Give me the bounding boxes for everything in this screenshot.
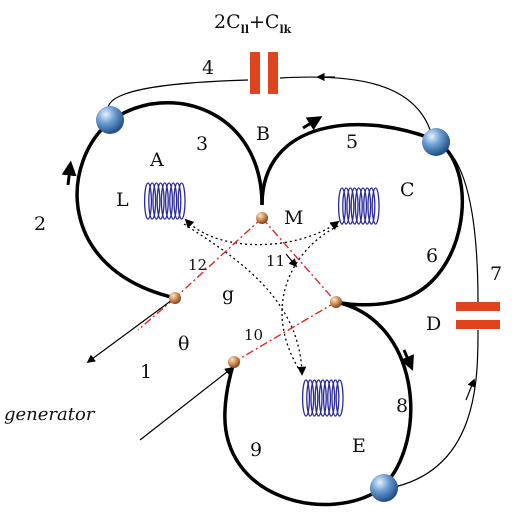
coil-c-turn	[346, 187, 355, 225]
edge-label-1: 1	[140, 361, 152, 383]
junction-m	[256, 212, 268, 224]
sphere-top-right	[422, 128, 450, 156]
edge-label-5: 5	[346, 131, 358, 153]
coil-e-turn	[322, 379, 332, 417]
coil-l-turn	[177, 182, 186, 220]
edge-label-11: 11	[266, 252, 285, 270]
junction-right	[330, 296, 342, 308]
coil-e-turn	[318, 379, 327, 417]
generator-line-2	[139, 366, 234, 441]
arrow-7	[465, 378, 476, 401]
arrow-11	[285, 253, 298, 268]
label-a: A	[149, 149, 164, 171]
junction-bottom	[228, 356, 240, 368]
edge-label-9: 9	[250, 439, 262, 461]
coil-c-turn	[371, 187, 380, 225]
label-e: E	[352, 435, 366, 457]
coil-e	[301, 379, 344, 417]
coil-c-turn	[363, 187, 372, 225]
coil-l-turn	[156, 182, 165, 220]
wire-4	[107, 76, 434, 141]
wire-7	[389, 141, 479, 489]
generator-line-1	[86, 299, 173, 363]
label-l: L	[116, 189, 129, 211]
edge-label-12: 12	[188, 256, 207, 274]
coil-l-turn	[173, 182, 182, 220]
capacitor-d-bottom-plate	[456, 320, 500, 329]
junction-left	[169, 292, 181, 304]
capacitance-title: 2Cll+Clk	[214, 11, 292, 36]
coil-c-turn	[367, 187, 376, 225]
label-m: M	[284, 207, 303, 229]
coil-e-turn	[331, 379, 340, 417]
edge-label-3: 3	[196, 133, 208, 155]
label-theta: θ	[178, 333, 189, 355]
coil-e-turn	[301, 379, 311, 417]
coil-c-turn	[354, 187, 363, 225]
arrow-8	[400, 349, 414, 371]
coil-e-turn	[310, 379, 319, 417]
dotted-l-c	[184, 218, 340, 246]
arrow-2	[61, 160, 77, 186]
capacitor-top-left-plate	[250, 52, 260, 94]
label-d: D	[426, 313, 441, 335]
coil-c-turn	[342, 187, 351, 225]
coil-l-turn	[148, 182, 157, 220]
sphere-top-left	[96, 106, 124, 134]
edge-label-2: 2	[34, 213, 46, 235]
dotted-c-e	[281, 225, 339, 375]
coil-l	[143, 182, 186, 220]
coil-e-turn	[306, 379, 315, 417]
edge-label-7: 7	[490, 263, 502, 285]
coil-c-turn	[358, 187, 368, 225]
coil-l-turn	[152, 182, 161, 220]
edge-label-6: 6	[426, 245, 438, 267]
loop-c	[260, 122, 464, 307]
coil-e-turn	[314, 379, 323, 417]
edge-label-10: 10	[244, 326, 263, 344]
generator-label: generator	[4, 404, 96, 425]
coil-l-turn	[164, 182, 174, 220]
dashed-triangle	[137, 217, 337, 363]
coil-l-turn	[143, 182, 153, 220]
edge-label-4: 4	[202, 57, 214, 79]
label-g: g	[222, 283, 234, 305]
loop-a	[75, 100, 264, 300]
coil-c	[337, 187, 380, 225]
arrow-b	[302, 116, 323, 131]
capacitor-top-right-plate	[268, 52, 278, 94]
coil-c-turn	[350, 187, 359, 225]
coil-l-turn	[160, 182, 169, 220]
label-c: C	[400, 179, 415, 201]
capacitor-d-top-plate	[456, 302, 500, 311]
edge-label-8: 8	[396, 395, 408, 417]
coil-l-turn	[169, 182, 178, 220]
sphere-bottom-right	[370, 474, 398, 502]
coil-e-turn	[335, 379, 344, 417]
coil-e-turn	[327, 379, 336, 417]
coil-c-turn	[337, 187, 347, 225]
label-b: B	[256, 123, 270, 145]
dotted-l-e	[183, 223, 307, 376]
